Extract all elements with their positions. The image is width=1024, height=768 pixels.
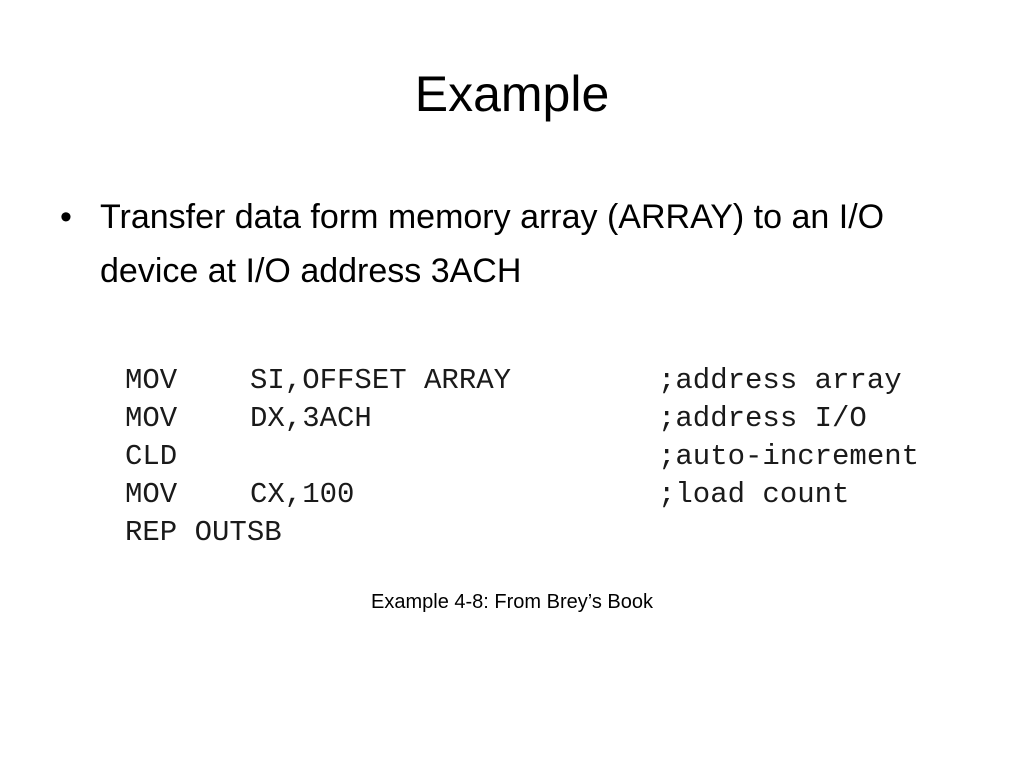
bullet-text: Transfer data form memory array (ARRAY) … <box>100 198 885 290</box>
code-mnemonic: MOV <box>125 478 178 511</box>
assembly-code-listing: MOV SI,OFFSET ARRAY ;address array MOV D… <box>125 362 985 552</box>
bullet-marker: • <box>60 198 72 236</box>
code-comment: ;address I/O <box>658 402 867 435</box>
code-mnemonic: CLD <box>125 440 178 473</box>
code-comment: ;address array <box>658 364 902 397</box>
code-comment: ;load count <box>658 478 850 511</box>
bullet-list: • Transfer data form memory array (ARRAY… <box>60 190 960 298</box>
code-mnemonic: MOV <box>125 364 178 397</box>
code-line: MOV SI,OFFSET ARRAY ;address array <box>125 362 985 400</box>
code-operand: DX,3ACH <box>250 402 372 435</box>
code-comment: ;auto-increment <box>658 440 920 473</box>
bullet-item: • Transfer data form memory array (ARRAY… <box>60 190 960 298</box>
code-line: REP OUTSB <box>125 514 985 552</box>
code-line: MOV CX,100 ;load count <box>125 476 985 514</box>
code-operand: SI,OFFSET ARRAY <box>250 364 512 397</box>
code-mnemonic: REP OUTSB <box>125 516 282 549</box>
code-operand: CX,100 <box>250 478 355 511</box>
code-caption: Example 4-8: From Brey’s Book <box>371 591 653 613</box>
code-mnemonic: MOV <box>125 402 178 435</box>
slide-title: Example <box>414 66 610 122</box>
code-line: MOV DX,3ACH ;address I/O <box>125 400 985 438</box>
code-line: CLD ;auto-increment <box>125 438 985 476</box>
